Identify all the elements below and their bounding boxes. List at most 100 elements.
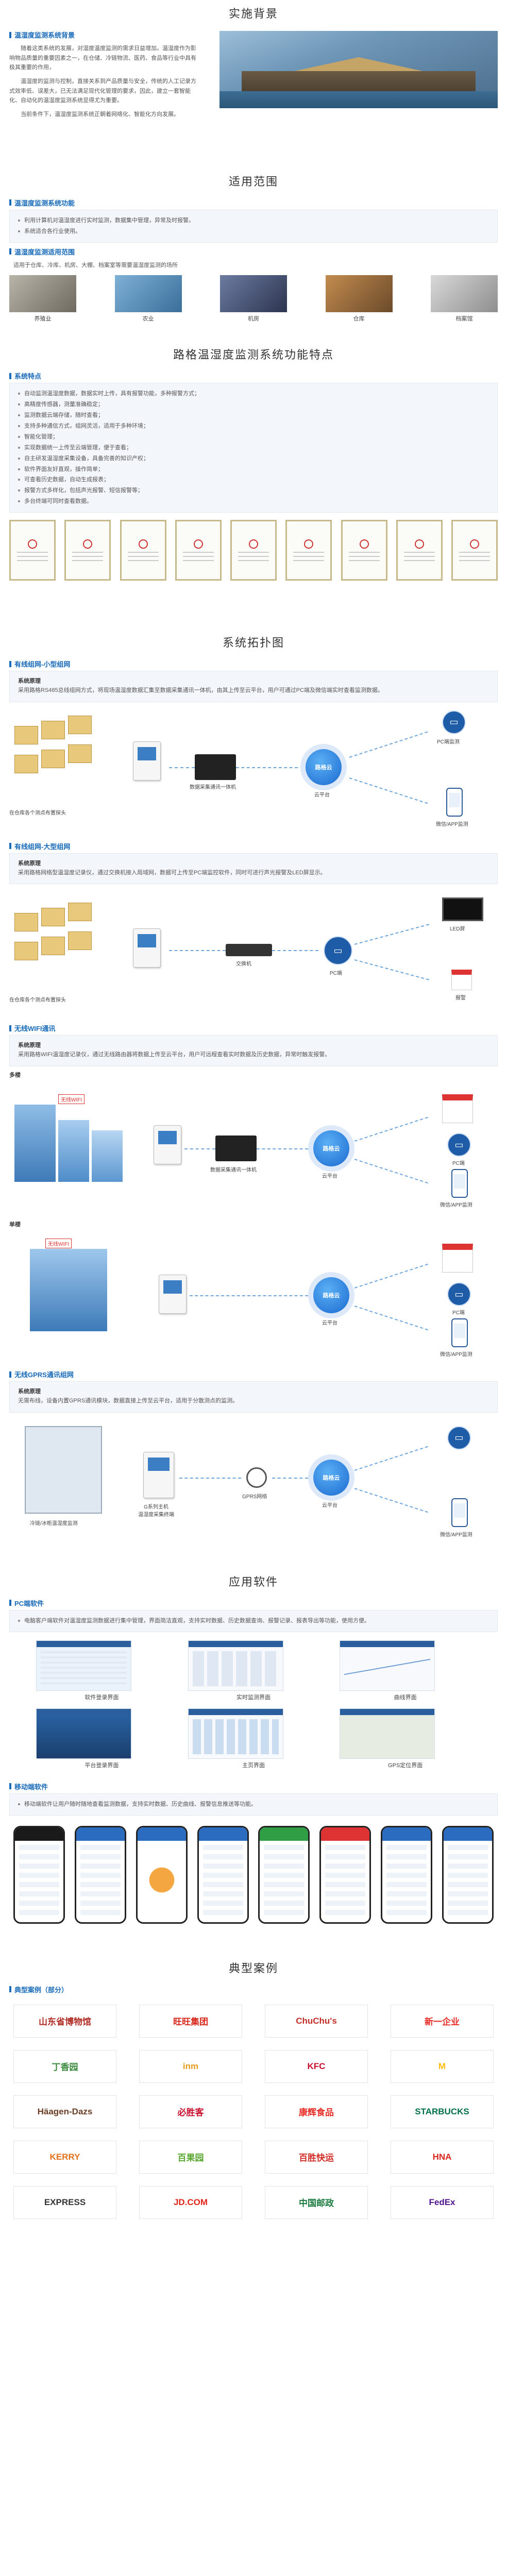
certificate	[451, 520, 498, 581]
gprs-panel: 系统原理 无需布线，设备内置GPRS通讯模块，数据直接上传至云平台，适用于分散测…	[9, 1381, 498, 1413]
mobile-screenshot	[319, 1825, 371, 1924]
wifi-desc: 采用路格WIFI温湿度记录仪，通过无线路由器将数据上传至云平台，用户可远程查看实…	[18, 1052, 331, 1058]
cloud-label: 云平台	[314, 792, 330, 798]
net-label: GPRS网络	[242, 1494, 267, 1500]
mobile-label: 微信/APP监测	[440, 1202, 472, 1209]
cloud-icon: 路格云	[313, 1130, 349, 1167]
wired-small-diagram: 在仓库各个测点布置探头 数据采集通讯一体机 路格云 云平台 ▭ PC端监测 微信…	[9, 705, 498, 834]
scope-places: 养殖业 农业 机房 仓库 档案馆	[0, 272, 507, 326]
section-topology: 系统拓扑图 有线组网-小型组网 系统原理 采用路格RS485总线组网方式，将现场…	[0, 629, 507, 1545]
wired-large-panel: 系统原理 采用路格网络型温湿度记录仪，通过交换机接入局域网，数据可上传至PC端监…	[9, 853, 498, 885]
alarm-label: 报警	[455, 995, 466, 1002]
device-icon	[143, 1451, 174, 1498]
mobile-software-desc: 移动端软件让用户随时随地查看监测数据，支持实时数据、历史曲线、报警信息推送等功能…	[18, 1799, 489, 1810]
mobile-screenshot	[197, 1825, 249, 1924]
certificate	[64, 520, 111, 581]
gateway-icon	[215, 1136, 257, 1162]
cloud-icon: 路格云	[306, 749, 342, 785]
certificate	[230, 520, 277, 581]
pc-monitor-icon: ▭	[442, 710, 466, 734]
case-logo: EXPRESS	[13, 2185, 116, 2219]
mobile-icon	[446, 787, 463, 817]
certificate	[175, 520, 222, 581]
alarm-icon	[451, 970, 472, 991]
led-label: LED屏	[450, 926, 465, 933]
pc-screenshot: GPS定位界面	[340, 1708, 471, 1769]
led-screen-icon	[442, 897, 483, 922]
mobile-label: 微信/APP监测	[440, 1532, 472, 1538]
warehouse-illustration	[9, 715, 102, 788]
sensors-label: 在仓库各个测点布置探头	[9, 997, 66, 1004]
gprs-diagram: 冷链/冰柜温湿度监测 G系列主机 温湿度采集终端 GPRS网络 路格云 云平台 …	[9, 1416, 498, 1545]
wifi-single-diagram: 无线WIFI 路格云 云平台 ▭ PC端 微信/APP监测	[9, 1233, 498, 1362]
cloud-label: 云平台	[322, 1174, 337, 1180]
feature-bullet: 监测数据云端存储，随时查看；	[18, 410, 489, 421]
wired-small-panel: 系统原理 采用路格RS485总线组网方式，将现场温湿度数据汇集至数据采集通讯一体…	[9, 671, 498, 702]
mobile-label: 微信/APP监测	[436, 821, 468, 827]
section-features: 路格温湿度监测系统功能特点 系统特点 自动监测温湿度数据，数据实时上传，具有报警…	[0, 341, 507, 588]
scope-bullet-1: 利用计算机对温湿度进行实时监测，数据集中管理，异常及时报警。	[18, 215, 489, 226]
pc-software-desc: 电脑客户端软件对温湿度监测数据进行集中管理，界面简洁直观，支持实时数据、历史数据…	[18, 1616, 489, 1626]
wifi-multi-diagram: 无线WIFI 数据采集通讯一体机 路格云 云平台 ▭ PC端 微信/APP监测	[9, 1084, 498, 1213]
building-icon	[92, 1130, 123, 1182]
mobile-screenshot	[13, 1825, 65, 1924]
device-icon	[154, 1125, 181, 1165]
cloud-label: 云平台	[322, 1320, 337, 1327]
wifi-tag: 无线WIFI	[45, 1239, 72, 1249]
certificate	[9, 520, 56, 581]
background-photo	[219, 31, 498, 108]
case-logo: 中国邮政	[265, 2185, 368, 2219]
mobile-icon	[451, 1169, 468, 1198]
wifi-subhead: 无线WIFI通讯	[0, 1019, 507, 1035]
sensors-label: 在仓库各个测点布置探头	[9, 810, 66, 816]
mobile-screenshot	[442, 1825, 494, 1924]
case-logo: 百胜快运	[265, 2140, 368, 2174]
pc-label: PC端	[452, 1161, 465, 1167]
wired-large-diagram: 在仓库各个测点布置探头 交换机 ▭ PC端 LED屏 报警	[9, 887, 498, 1016]
case-logo: inm	[139, 2049, 242, 2083]
background-title: 实施背景	[228, 7, 278, 20]
principle-label: 系统原理	[18, 1042, 41, 1049]
cloud-label: 云平台	[322, 1502, 337, 1509]
background-para-1: 随着这类系统的发展，对湿度温度监测的需求日益增加。温湿度作为影响物品质量的重要因…	[9, 45, 196, 71]
alarm-icon	[442, 1094, 473, 1124]
wifi-panel: 系统原理 采用路格WIFI温湿度记录仪，通过无线路由器将数据上传至云平台，用户可…	[9, 1035, 498, 1067]
feature-bullet: 软件界面友好直观，操作简单；	[18, 464, 489, 475]
background-para-3: 当前条件下，温湿度监测系统正朝着网络化、智能化方向发展。	[21, 111, 179, 118]
pc-screenshot: 软件登录界面	[36, 1640, 167, 1701]
switch-icon	[226, 944, 272, 957]
case-logo: 百果园	[139, 2140, 242, 2174]
case-logo: 必胜客	[139, 2095, 242, 2128]
mobile-screenshot	[258, 1825, 310, 1924]
software-title: 应用软件	[228, 1575, 278, 1588]
gprs-desc: 无需布线，设备内置GPRS通讯模块，数据直接上传至云平台，适用于分散测点的监测。	[18, 1398, 239, 1404]
device-icon	[133, 741, 161, 781]
principle-label: 系统原理	[18, 1388, 41, 1395]
gprs-subhead: 无线GPRS通讯组网	[0, 1365, 507, 1381]
case-logo: Häagen-Dazs	[13, 2095, 116, 2128]
certificate	[285, 520, 332, 581]
pc-screenshot: 曲线界面	[340, 1640, 471, 1701]
features-title: 路格温湿度监测系统功能特点	[173, 348, 334, 362]
case-logo: HNA	[391, 2140, 494, 2174]
case-logo: 旺旺集团	[139, 2004, 242, 2038]
pc-screenshot: 实时监测界面	[188, 1640, 319, 1701]
background-subhead: 温湿度监测系统背景	[9, 26, 213, 42]
building-icon	[58, 1120, 89, 1182]
scope-place: 农业	[114, 275, 182, 323]
device-icon	[133, 928, 161, 968]
pc-label: PC端	[330, 971, 342, 977]
feature-bullet: 自动监测温湿度数据，数据实时上传，具有报警功能，多种报警方式；	[18, 388, 489, 399]
wired-large-subhead: 有线组网-大型组网	[0, 837, 507, 853]
wifi-single-label: 单楼	[9, 1222, 21, 1228]
cases-subhead: 典型案例（部分）	[0, 1980, 507, 1996]
pc-icon: ▭	[447, 1282, 471, 1307]
wired-small-subhead: 有线组网-小型组网	[0, 655, 507, 671]
gateway-icon	[195, 754, 236, 780]
gateway-label: 数据采集通讯一体机	[190, 784, 236, 790]
pc-monitor-label: PC端监测	[437, 739, 460, 745]
pc-icon: ▭	[447, 1133, 471, 1157]
case-logo: STARBUCKS	[391, 2095, 494, 2128]
